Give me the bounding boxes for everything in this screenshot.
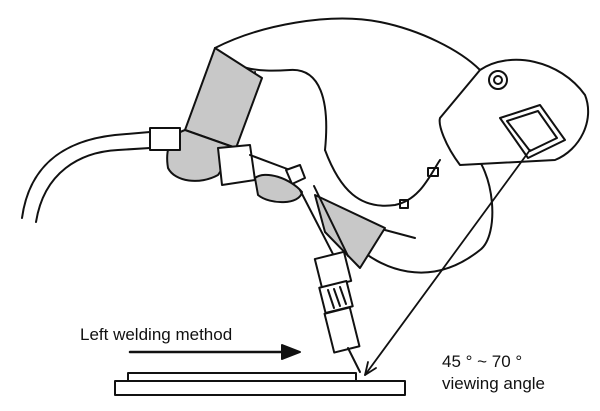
direction-arrow — [128, 344, 301, 360]
helmet-lens — [506, 110, 558, 152]
helmet-pivot — [488, 70, 508, 90]
gun-neck — [249, 154, 291, 171]
torch-shaft — [299, 185, 361, 373]
gun-body — [217, 144, 256, 186]
welding-helmet — [438, 58, 590, 166]
sleeve-line — [384, 229, 416, 239]
support-hand — [254, 173, 416, 269]
sight-line-arrowhead — [364, 361, 377, 376]
pocket-button-1 — [427, 167, 439, 177]
glove-cuff — [184, 47, 263, 149]
helmet-window — [499, 104, 566, 159]
chest-outline — [324, 149, 441, 207]
gun-nozzle-top — [285, 164, 306, 185]
viewing-angle-label: viewing angle — [442, 374, 546, 393]
pocket-button-2 — [399, 199, 409, 209]
sight-line — [364, 149, 531, 376]
back-outline — [214, 17, 481, 71]
method-label: Left welding method — [80, 325, 233, 344]
torso-outline — [351, 149, 494, 274]
work-plates — [114, 372, 406, 396]
torch-nozzle — [323, 306, 361, 354]
helmet-pivot-inner — [493, 75, 503, 85]
gun-handle — [149, 127, 181, 151]
angle-range-label: 45 ° ~ 70 ° — [442, 352, 523, 371]
helmet-shell — [438, 58, 590, 166]
support-glove — [314, 194, 386, 269]
welding-cable — [21, 131, 151, 223]
torch-tip — [347, 347, 361, 373]
grip-ridges — [327, 286, 347, 309]
top-plate — [127, 372, 357, 382]
direction-arrowhead — [281, 344, 301, 360]
base-plate — [114, 380, 406, 396]
torch-hand — [149, 47, 306, 186]
